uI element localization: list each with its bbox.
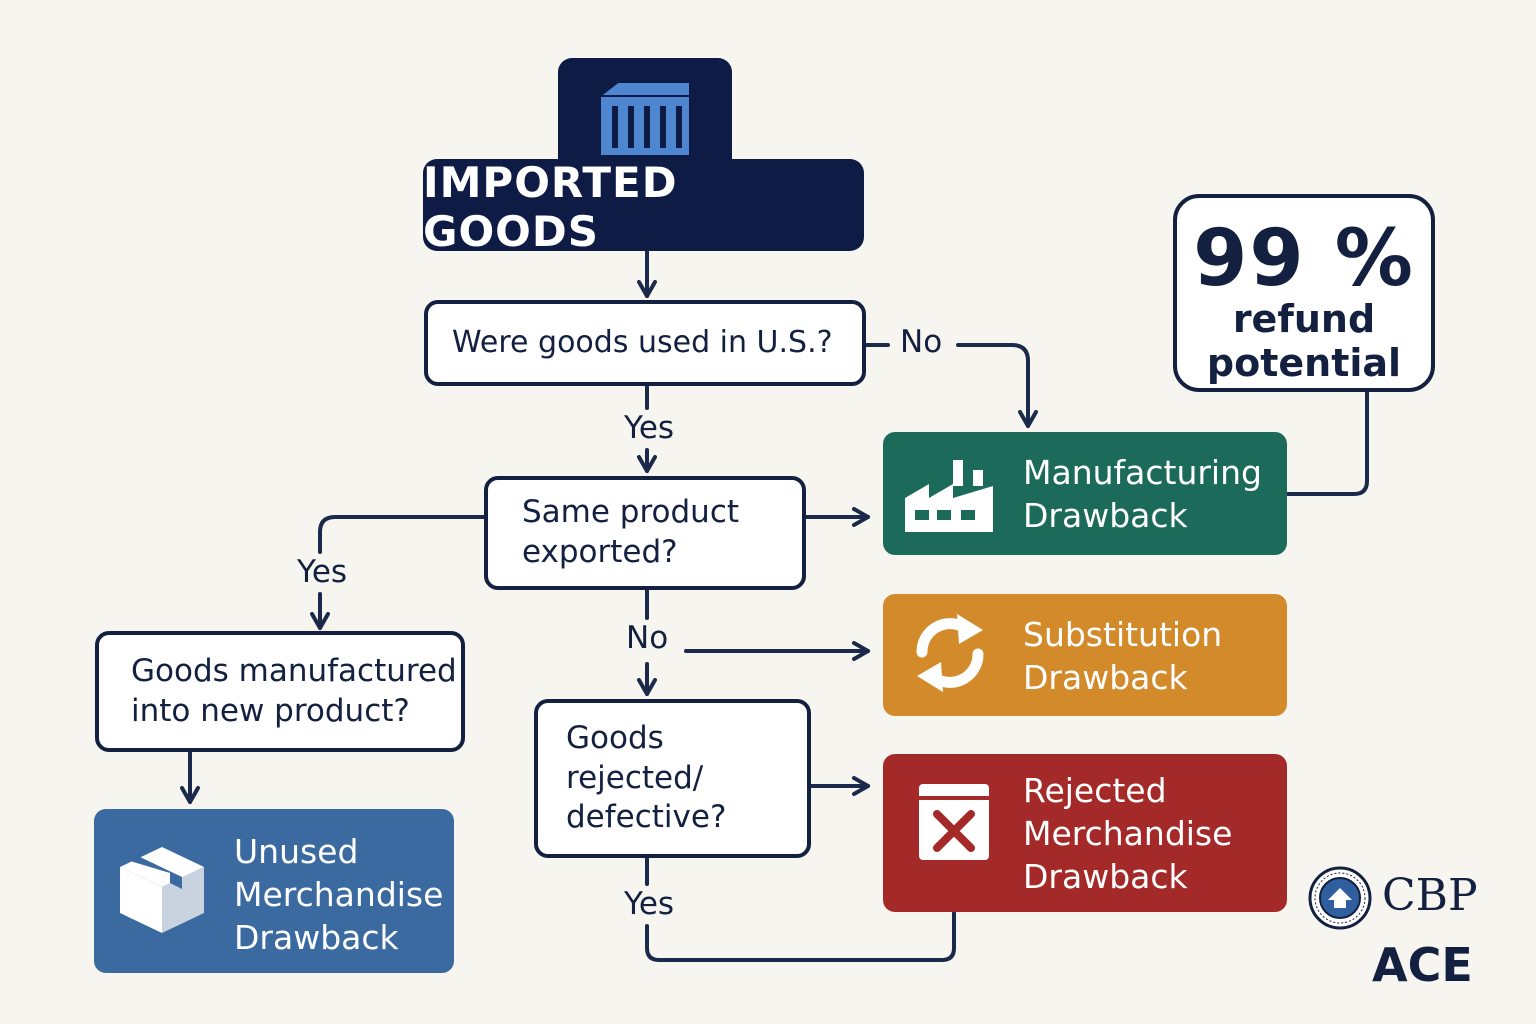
refund-label: potential (1206, 340, 1402, 385)
branch-label-yes: Yes (624, 410, 675, 446)
ace-brand: ACE (1372, 938, 1473, 992)
line-yes-loop (645, 911, 956, 962)
result-manufacturing-drawback: Manufacturing Drawback (883, 432, 1287, 555)
factory-icon (905, 460, 993, 532)
question-text: into new product? (131, 692, 410, 729)
question-rejected: Goods rejected/ defective? (534, 699, 811, 858)
refund-callout: 99 % refund potential (1173, 194, 1435, 392)
x-box-icon (919, 784, 989, 860)
result-text: Substitution (1023, 615, 1223, 654)
refund-label: refund (1232, 297, 1376, 341)
result-unused-merchandise-drawback: Unused Merchandise Drawback (94, 809, 454, 973)
dhs-seal-icon (1308, 866, 1372, 930)
refund-percent: 99 % (1193, 214, 1415, 304)
result-text: Drawback (1023, 657, 1188, 697)
branch-label-no: No (900, 324, 943, 360)
result-text: Drawback (234, 917, 399, 957)
line-same-left (318, 515, 486, 554)
question-used-in-us: Were goods used in U.S.? (424, 300, 866, 386)
branch-label-yes: Yes (297, 554, 348, 590)
result-text: Manufacturing (1023, 453, 1262, 492)
question-text: Goods manufactured (131, 652, 457, 689)
result-text: Merchandise (234, 874, 444, 914)
result-text: Unused (234, 832, 359, 871)
result-text: Merchandise (1023, 813, 1233, 853)
result-rejected-merchandise-drawback: Rejected Merchandise Drawback (883, 754, 1287, 912)
result-text: Rejected (1023, 771, 1167, 810)
question-manufactured: Goods manufactured into new product? (95, 631, 465, 752)
question-text: Were goods used in U.S.? (452, 324, 833, 360)
question-text: rejected/ (566, 759, 704, 796)
result-text: Drawback (1023, 856, 1188, 896)
line-refund-to-manufacturing (1286, 390, 1369, 496)
question-text: Goods (566, 719, 664, 756)
package-icon (120, 847, 204, 933)
arrow-no-to-manufacturing (956, 343, 1038, 428)
container-icon (597, 81, 691, 157)
branch-label-no: No (626, 620, 669, 656)
question-text: Same product (522, 494, 740, 531)
title-bar (423, 159, 864, 251)
result-text: Drawback (1023, 495, 1188, 535)
sync-arrows-icon (916, 614, 984, 692)
question-text: exported? (522, 534, 678, 570)
cbp-brand: CBP (1382, 870, 1478, 921)
page-title: IMPORTED GOODS (423, 158, 678, 256)
result-substitution-drawback: Substitution Drawback (883, 594, 1287, 716)
branch-label-yes: Yes (624, 886, 675, 922)
question-same-product: Same product exported? (484, 476, 806, 590)
question-text: defective? (566, 799, 727, 836)
